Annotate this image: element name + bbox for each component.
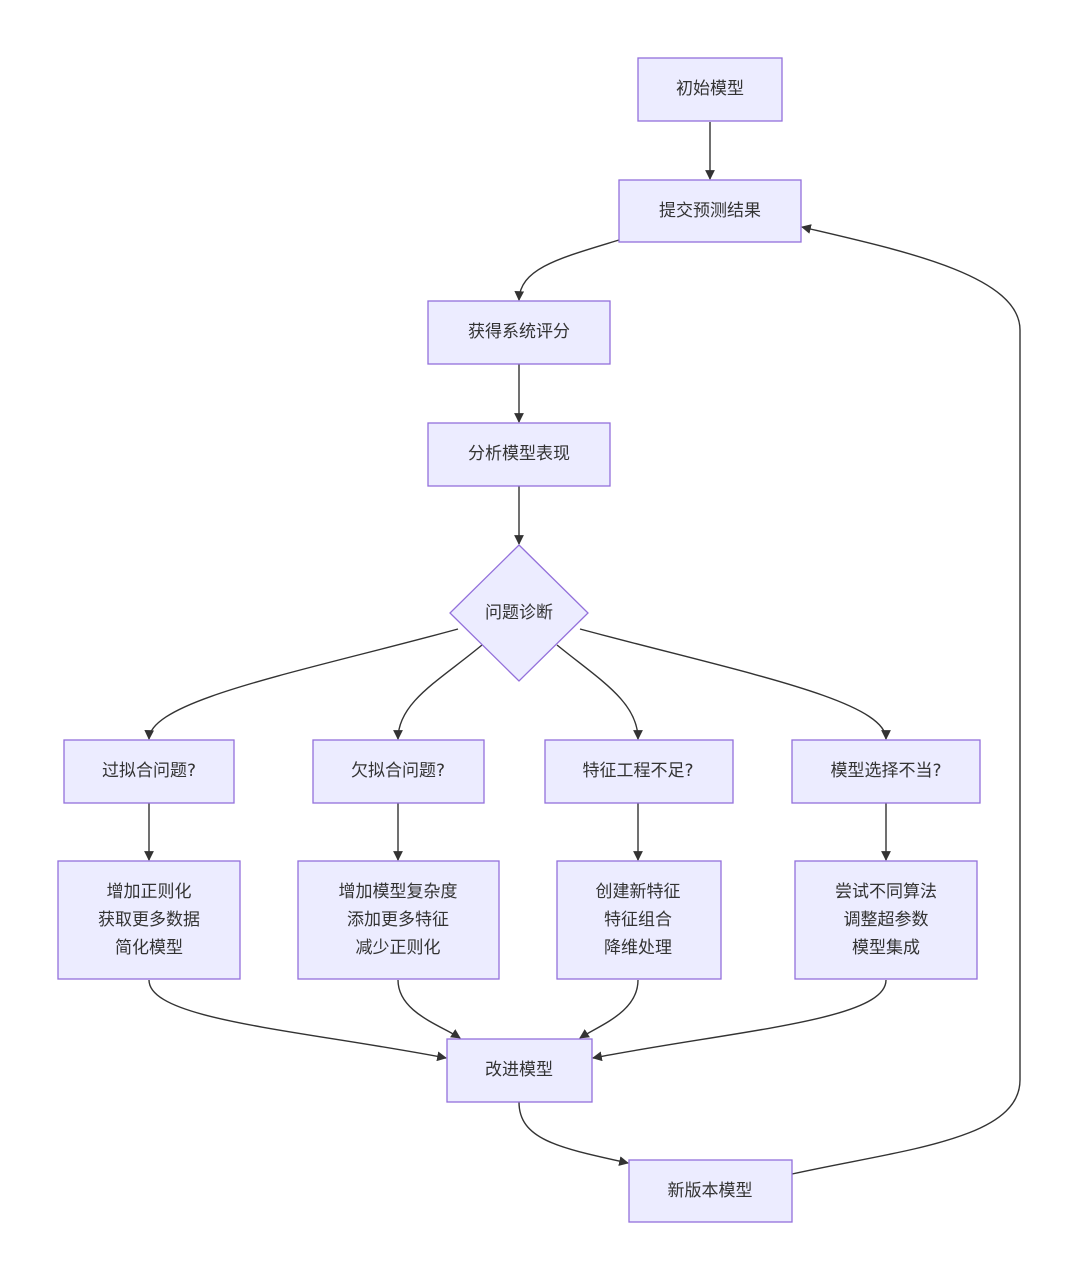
model-fix-line-3: 模型集成 bbox=[852, 938, 920, 958]
node-model-fix: 尝试不同算法 调整超参数 模型集成 bbox=[794, 860, 978, 980]
node-submit: 提交预测结果 bbox=[618, 179, 802, 243]
edges bbox=[144, 122, 1021, 1175]
node-improve-label: 改进模型 bbox=[485, 1060, 553, 1080]
node-new-version-label: 新版本模型 bbox=[668, 1181, 753, 1201]
underfit-fix-line-1: 增加模型复杂度 bbox=[339, 882, 458, 902]
edge-newversion-submit bbox=[791, 224, 1021, 1175]
node-start-label: 初始模型 bbox=[676, 79, 744, 99]
node-new-version: 新版本模型 bbox=[628, 1159, 793, 1223]
edge-improve-newversion bbox=[518, 1101, 629, 1166]
node-overfit-label: 过拟合问题? bbox=[102, 761, 196, 781]
node-improve: 改进模型 bbox=[446, 1038, 593, 1103]
node-analyze-label: 分析模型表现 bbox=[468, 444, 570, 464]
node-score: 获得系统评分 bbox=[427, 300, 611, 365]
feature-fix-line-1: 创建新特征 bbox=[596, 882, 681, 902]
overfit-fix-line-2: 获取更多数据 bbox=[98, 910, 200, 930]
node-score-label: 获得系统评分 bbox=[468, 322, 570, 342]
node-feature-fix: 创建新特征 特征组合 降维处理 bbox=[556, 860, 722, 980]
node-overfit-fix: 增加正则化 获取更多数据 简化模型 bbox=[57, 860, 241, 980]
edge-modelfixes-improve bbox=[592, 979, 887, 1062]
node-model-choice-label: 模型选择不当? bbox=[830, 761, 941, 781]
node-underfit-fix: 增加模型复杂度 添加更多特征 减少正则化 bbox=[297, 860, 500, 980]
node-submit-label: 提交预测结果 bbox=[659, 201, 761, 221]
node-overfit: 过拟合问题? bbox=[63, 739, 235, 804]
overfit-fix-line-1: 增加正则化 bbox=[107, 882, 192, 902]
edge-diagnose-feature bbox=[556, 644, 643, 740]
underfit-fix-line-3: 减少正则化 bbox=[356, 938, 441, 958]
underfit-fix-line-2: 添加更多特征 bbox=[347, 910, 449, 930]
model-fix-line-2: 调整超参数 bbox=[844, 910, 929, 930]
edge-diagnose-modelchoice bbox=[579, 628, 891, 740]
node-feature: 特征工程不足? bbox=[544, 739, 734, 804]
feature-fix-line-2: 特征组合 bbox=[604, 910, 672, 930]
edge-featurefixes-improve bbox=[579, 979, 639, 1039]
edge-submit-score bbox=[514, 239, 620, 301]
node-analyze: 分析模型表现 bbox=[427, 422, 611, 487]
model-fix-line-1: 尝试不同算法 bbox=[835, 882, 937, 902]
node-diagnose: 问题诊断 bbox=[449, 544, 589, 682]
feature-fix-line-3: 降维处理 bbox=[604, 938, 672, 958]
node-model-choice: 模型选择不当? bbox=[791, 739, 981, 804]
node-start: 初始模型 bbox=[637, 57, 783, 122]
node-underfit-label: 欠拟合问题? bbox=[351, 761, 445, 781]
edge-overfixes-improve bbox=[148, 979, 447, 1062]
node-feature-label: 特征工程不足? bbox=[582, 761, 693, 781]
edge-underfixes-improve bbox=[397, 979, 461, 1039]
node-underfit: 欠拟合问题? bbox=[312, 739, 485, 804]
edge-diagnose-overfit bbox=[144, 628, 459, 740]
overfit-fix-line-3: 简化模型 bbox=[115, 938, 183, 958]
node-diagnose-label: 问题诊断 bbox=[485, 603, 553, 623]
edge-diagnose-underfit bbox=[393, 644, 483, 740]
